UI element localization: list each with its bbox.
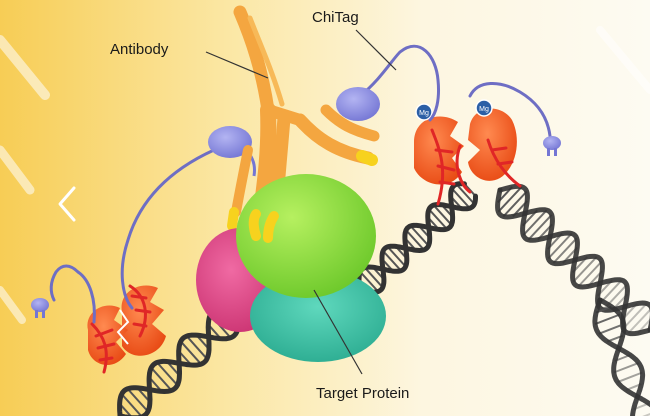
background-streaks bbox=[0, 26, 650, 324]
mg-label-left: Mg bbox=[419, 110, 429, 117]
protein-subunit-green bbox=[236, 174, 376, 298]
dna-helix-far-right bbox=[592, 297, 650, 416]
tag-head-small-right bbox=[543, 136, 561, 156]
mg-label-right: Mg bbox=[479, 106, 489, 113]
mg-ion-left: Mg bbox=[415, 103, 433, 121]
target-protein bbox=[196, 174, 386, 362]
chevron-left-icon[interactable] bbox=[58, 186, 76, 222]
tag-head-center bbox=[336, 87, 380, 121]
tag-head-small-left bbox=[31, 298, 49, 318]
label-antibody: Antibody bbox=[110, 41, 169, 58]
mg-ion-right: Mg bbox=[475, 99, 493, 117]
dna-red-right bbox=[430, 128, 522, 206]
label-target-protein: Target Protein bbox=[316, 385, 409, 402]
dna-red-left bbox=[90, 284, 152, 374]
label-chitag: ChiTag bbox=[312, 9, 359, 26]
linkers bbox=[49, 44, 552, 324]
leader-lines bbox=[205, 29, 397, 375]
